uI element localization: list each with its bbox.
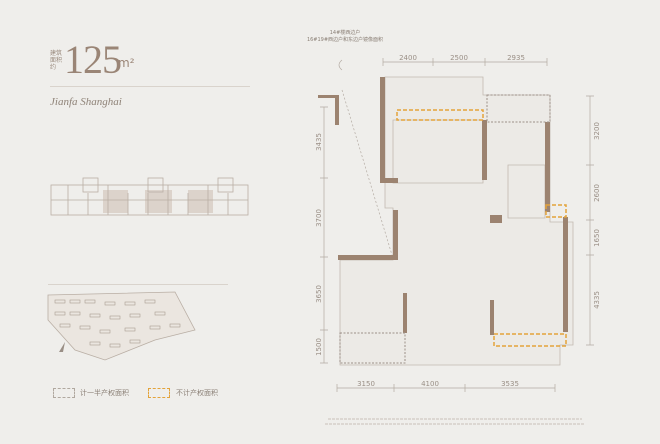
building-key-plan xyxy=(50,177,249,216)
dim-bottom-3: 3535 xyxy=(501,380,519,388)
half-area-outlines xyxy=(339,94,551,364)
annotation-line-2: 16#19#西边户和东边户镜像面积 xyxy=(306,37,384,43)
section-divider xyxy=(48,284,228,285)
highlight-unit xyxy=(188,190,213,213)
dim-top-2: 2500 xyxy=(450,54,468,62)
area-value: 125 xyxy=(64,37,122,82)
dim-left-2: 3700 xyxy=(315,209,323,227)
footnote-lines xyxy=(325,418,585,425)
dim-bottom-2: 4100 xyxy=(421,380,439,388)
dim-top-3: 2935 xyxy=(507,54,525,62)
dim-right-4: 4335 xyxy=(593,291,601,309)
site-map xyxy=(47,291,196,361)
project-name: Jianfa Shanghai xyxy=(50,96,122,108)
dim-bottom-1: 3150 xyxy=(357,380,375,388)
dim-top-1: 2400 xyxy=(399,54,417,62)
legend-label-excluded-area: 不计产权面积 xyxy=(176,389,218,397)
highlight-unit xyxy=(145,190,172,213)
dim-left-3: 3650 xyxy=(315,285,323,303)
legend-swatch-half-area xyxy=(53,388,75,398)
area-label: 建筑面积约 xyxy=(50,50,63,71)
annotation-line-1: 14#楼西边户 xyxy=(329,30,361,36)
walls xyxy=(318,77,568,335)
plan-annotation: 14#楼西边户 16#19#西边户和东边户镜像面积 xyxy=(300,30,390,44)
dim-right-3: 1650 xyxy=(593,229,601,247)
dimension-lines xyxy=(320,58,594,392)
dim-right-1: 3200 xyxy=(593,122,601,140)
dim-left-4: 1500 xyxy=(315,338,323,356)
title-divider xyxy=(50,86,250,87)
dimension-labels: 2400 2500 2935 3435 3700 3650 1500 3200 … xyxy=(315,54,601,388)
legend-label-half-area: 计一半产权面积 xyxy=(80,389,129,397)
excluded-area-outlines xyxy=(396,109,567,347)
dim-right-2: 2600 xyxy=(593,184,601,202)
dim-left-1: 3435 xyxy=(315,133,323,151)
legend-swatch-excluded-area xyxy=(148,388,170,398)
highlight-unit xyxy=(103,190,128,213)
north-arrow-icon xyxy=(59,342,65,352)
area-unit: m² xyxy=(118,56,135,70)
